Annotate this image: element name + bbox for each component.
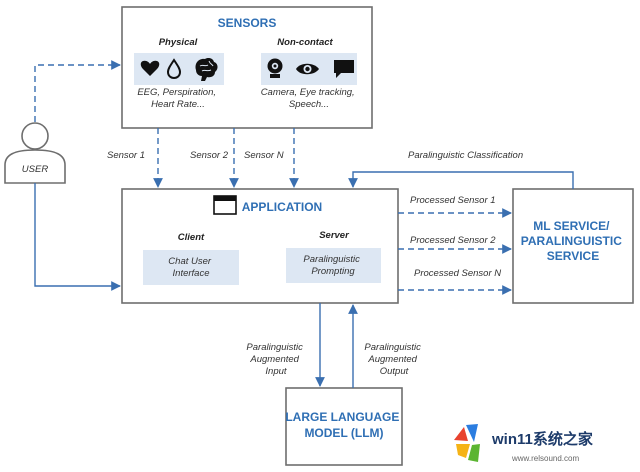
- user-head: [21, 122, 49, 150]
- llm-title-line: MODEL (LLM): [304, 426, 383, 440]
- processed2-label: Processed Sensor 2: [410, 235, 496, 246]
- brain-icon: [195, 58, 218, 81]
- user-node: USER: [4, 122, 66, 184]
- client-panel-text: Chat User Interface: [168, 256, 213, 279]
- user-to-application-edge: [34, 183, 121, 291]
- server-panel-line: Paralinguistic: [303, 254, 360, 265]
- llm-box: LARGE LANGUAGE MODEL (LLM): [285, 387, 403, 466]
- ml-service-title-line: SERVICE: [547, 249, 599, 263]
- watermark: win11系统之家 www.relsound.com: [454, 424, 593, 463]
- sensor1-label: Sensor 1: [107, 150, 145, 161]
- application-box: APPLICATION Client Server Chat User Inte…: [121, 188, 399, 304]
- user-label: USER: [22, 164, 49, 175]
- server-panel-text: Paralinguistic Prompting: [303, 254, 362, 277]
- user-body: [4, 149, 66, 184]
- non-contact-heading: Non-contact: [277, 37, 333, 48]
- non-contact-caption: Camera, Eye tracking, Speech...: [261, 87, 358, 110]
- non-contact-caption-line: Speech...: [289, 99, 329, 110]
- drop-icon: [166, 58, 182, 80]
- augmented-input-line: Paralinguistic: [246, 342, 303, 353]
- llm-title-line: LARGE LANGUAGE: [285, 410, 399, 424]
- application-title: APPLICATION: [242, 200, 322, 214]
- server-panel: [286, 248, 381, 283]
- speech-bubble-icon: [334, 60, 354, 78]
- physical-caption: EEG, Perspiration, Heart Rate...: [137, 87, 218, 110]
- processed1-label: Processed Sensor 1: [410, 195, 496, 206]
- sensors-box: SENSORS Physical Non-contact: [121, 6, 373, 129]
- ml-service-title: ML SERVICE/ PARALINGUISTIC SERVICE: [521, 219, 625, 263]
- sensor2-label: Sensor 2: [190, 150, 229, 161]
- sensors-title: SENSORS: [218, 16, 277, 30]
- physical-caption-line: Heart Rate...: [151, 99, 205, 110]
- physical-caption-line: EEG, Perspiration,: [137, 87, 216, 98]
- heart-icon: [140, 60, 160, 76]
- server-panel-line: Prompting: [311, 266, 355, 277]
- client-panel: [143, 250, 239, 285]
- client-panel-line: Chat User: [168, 256, 212, 267]
- llm-title: LARGE LANGUAGE MODEL (LLM): [285, 410, 402, 440]
- physical-heading: Physical: [159, 37, 198, 48]
- processedN-label: Processed Sensor N: [414, 268, 501, 279]
- non-contact-caption-line: Camera, Eye tracking,: [261, 87, 355, 98]
- augmented-input-line: Augmented: [249, 354, 299, 365]
- webcam-icon: [267, 58, 283, 78]
- augmented-output-label: Paralinguistic Augmented Output: [364, 342, 423, 377]
- classification-edge: [348, 171, 574, 189]
- client-heading: Client: [178, 232, 205, 243]
- augmented-output-line: Output: [380, 366, 409, 377]
- augmented-output-line: Paralinguistic: [364, 342, 421, 353]
- window-icon: [213, 195, 237, 215]
- augmented-input-label: Paralinguistic Augmented Input: [246, 342, 305, 377]
- client-panel-line: Interface: [173, 268, 210, 279]
- windows-logo-icon: [454, 424, 480, 462]
- sensorN-label: Sensor N: [244, 150, 284, 161]
- eye-icon: [296, 63, 319, 75]
- server-heading: Server: [319, 230, 350, 241]
- ml-service-title-line: PARALINGUISTIC: [521, 234, 622, 248]
- augmented-input-line: Input: [265, 366, 286, 377]
- augmented-output-line: Augmented: [367, 354, 417, 365]
- watermark-url: www.relsound.com: [511, 454, 579, 463]
- watermark-name: win11系统之家: [491, 430, 593, 448]
- ml-service-title-line: ML SERVICE/: [533, 219, 610, 233]
- user-to-sensors-edge: [34, 60, 121, 122]
- ml-service-box: ML SERVICE/ PARALINGUISTIC SERVICE: [512, 188, 634, 304]
- classification-label: Paralinguistic Classification: [408, 150, 523, 161]
